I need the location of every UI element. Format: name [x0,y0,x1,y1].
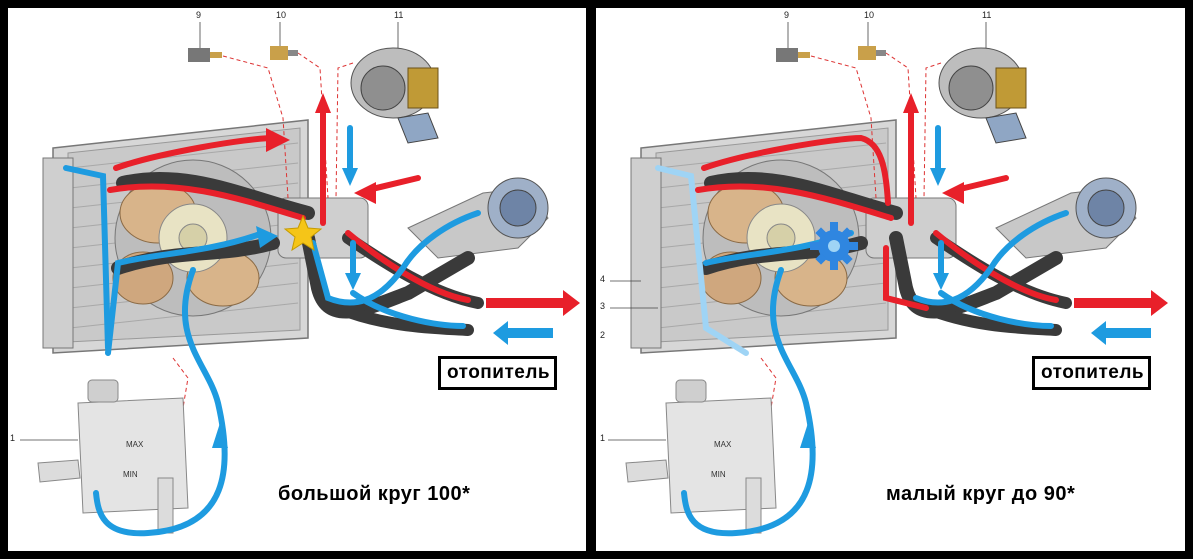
caption-large-circuit: большой круг 100* [278,483,471,505]
cold-arrows [212,168,553,448]
expansion-tank [625,379,777,534]
cooling-diagram-large [20,22,580,537]
hot-flow [695,105,1059,311]
callout-2: 2 [600,330,606,340]
hot-arrows [266,93,580,316]
panel-large-circuit: 9 10 11 1 MAX MIN отопитель большой круг… [8,8,586,551]
sensor-10 [270,46,298,60]
callout-10: 10 [864,10,875,20]
water-pump [407,177,549,259]
heater-label: отопитель [1032,356,1152,390]
callout-9: 9 [784,10,790,20]
tank-max-label: MAX [714,440,732,449]
cold-flow [63,125,481,537]
callout-leaders [20,22,399,441]
cooling-diagram-small [608,22,1168,537]
heater-label: отопитель [438,356,558,390]
callout-1: 1 [10,433,16,443]
throttle-body [350,47,439,144]
sensor-10 [858,46,886,60]
tank-min-label: MIN [711,470,726,479]
callout-11: 11 [394,10,404,20]
sensor-9 [188,48,222,62]
callout-3: 3 [600,301,606,311]
callout-leaders [608,22,987,441]
sensor-9 [776,48,810,62]
hot-arrows [903,93,1168,316]
callout-10: 10 [276,10,287,20]
thermostat-open-indicator [283,214,323,252]
throttle-body [938,47,1027,144]
caption-small-circuit: малый круг до 90* [886,483,1076,505]
panel-small-circuit: 9 10 11 4 3 2 1 MAX MIN отопитель малый … [596,8,1185,551]
callout-9: 9 [196,10,202,20]
expansion-tank [37,379,189,534]
water-pump [995,177,1137,259]
thermostat-closed-indicator [810,222,858,270]
callout-11: 11 [982,10,992,20]
tank-max-label: MAX [126,440,144,449]
callout-1: 1 [600,433,606,443]
hot-flow [107,105,471,303]
tank-min-label: MIN [123,470,138,479]
radiator-idle-flow [655,165,749,356]
callout-4: 4 [600,274,606,284]
cold-arrows [800,168,1151,448]
